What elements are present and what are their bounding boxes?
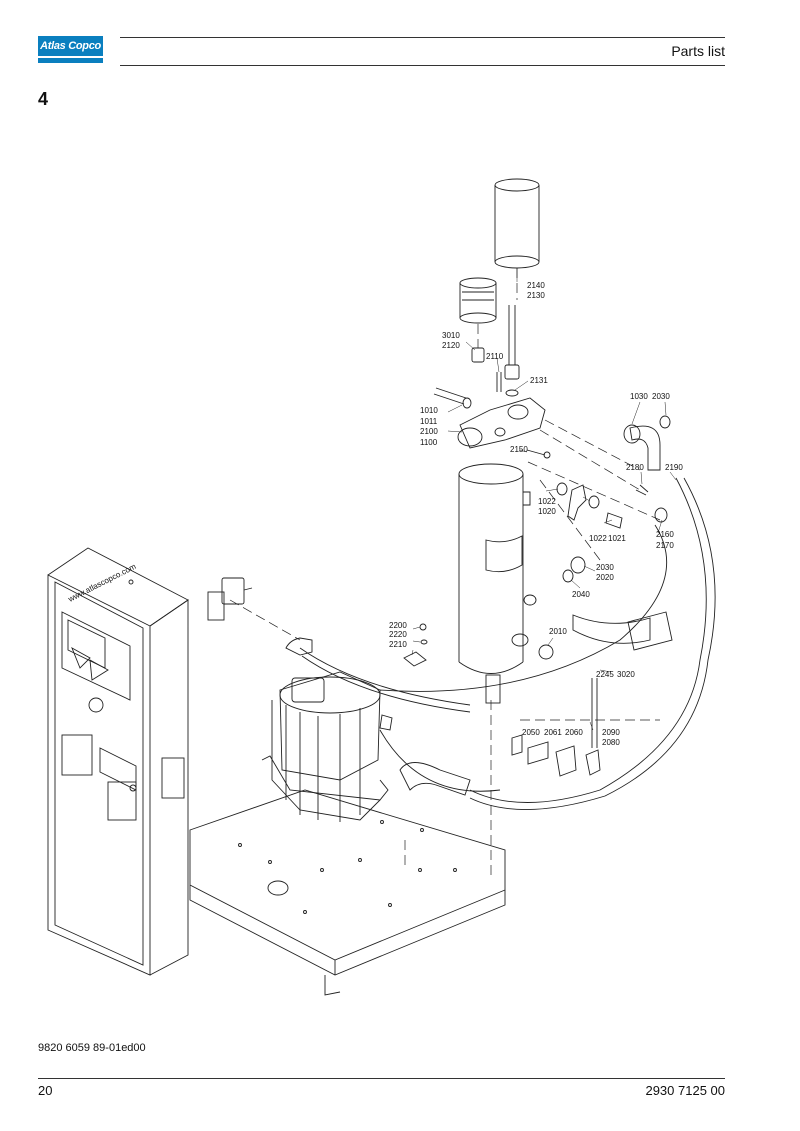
leader-lines — [411, 268, 677, 731]
callout: 1030 — [630, 392, 648, 401]
document-number: 2930 7125 00 — [645, 1083, 725, 1098]
separator-head — [457, 397, 546, 449]
callout-labels: 2140 2130 3010 2120 2110 2131 1010 1011 … — [389, 281, 683, 747]
cabinet-website-text: www.atlascopco.com — [66, 562, 138, 605]
callout: 2030 — [652, 392, 670, 401]
callout: 2050 — [522, 728, 540, 737]
callout: 2080 — [602, 738, 620, 747]
drawing-linework — [47, 178, 716, 996]
callout: 2210 — [389, 640, 407, 649]
pressure-switch — [207, 577, 253, 621]
callout: 3010 — [442, 331, 460, 340]
logo-underline — [38, 58, 103, 63]
callout: 2131 — [530, 376, 548, 385]
callout: 2100 — [420, 427, 438, 436]
label-plate — [627, 611, 673, 651]
callout: 2090 — [602, 728, 620, 737]
callout: 2040 — [572, 590, 590, 599]
elbow-fitting — [629, 425, 661, 471]
callout: 2060 — [565, 728, 583, 737]
base-frame — [189, 789, 506, 996]
page-number: 20 — [38, 1083, 53, 1098]
callout: 2245 — [596, 670, 614, 679]
hoses — [299, 477, 716, 810]
callout: 2020 — [596, 573, 614, 582]
electrical-cabinet — [47, 547, 189, 976]
footer-rule — [38, 1078, 725, 1079]
callout: 2130 — [527, 291, 545, 300]
tube — [508, 305, 516, 365]
callout: 2010 — [549, 627, 567, 636]
air-receiver-vessel — [458, 463, 537, 704]
callout: 1022 — [538, 497, 556, 506]
callout: 2140 — [527, 281, 545, 290]
callout: 1021 — [608, 534, 626, 543]
callout: 1100 — [420, 438, 438, 447]
callout: 1022 — [589, 534, 607, 543]
callout: 2200 — [389, 621, 407, 630]
assembly-guides — [229, 268, 661, 880]
filter-element-large — [494, 178, 540, 269]
callout: 2061 — [544, 728, 562, 737]
callout: 3020 — [617, 670, 635, 679]
section-number: 4 — [38, 89, 49, 109]
document-reference: 9820 6059 89-01ed00 — [38, 1042, 146, 1054]
callout: 2110 — [486, 352, 504, 361]
header-rule-top — [120, 37, 725, 38]
callout: 2170 — [656, 541, 674, 550]
compressor-motor — [261, 671, 393, 822]
callout: 2190 — [665, 463, 683, 472]
callout: 1010 — [420, 406, 438, 415]
page-title: Parts list — [671, 43, 725, 59]
hose-sleeve — [572, 614, 651, 644]
brand-name: Atlas Copco — [38, 36, 103, 56]
exploded-parts-drawing: 2140 2130 3010 2120 2110 2131 1010 1011 … — [47, 178, 716, 996]
callout: 2180 — [626, 463, 644, 472]
callout: 2150 — [510, 445, 528, 454]
callout: 2220 — [389, 630, 407, 639]
callout: 1020 — [538, 507, 556, 516]
atlas-copco-logo: Atlas Copco — [38, 36, 103, 68]
header-rule-bottom — [120, 65, 725, 66]
filter-element-small — [459, 277, 497, 324]
callout: 1011 — [420, 417, 438, 426]
callout: 2160 — [656, 530, 674, 539]
callout: 2030 — [596, 563, 614, 572]
callout: 2120 — [442, 341, 460, 350]
